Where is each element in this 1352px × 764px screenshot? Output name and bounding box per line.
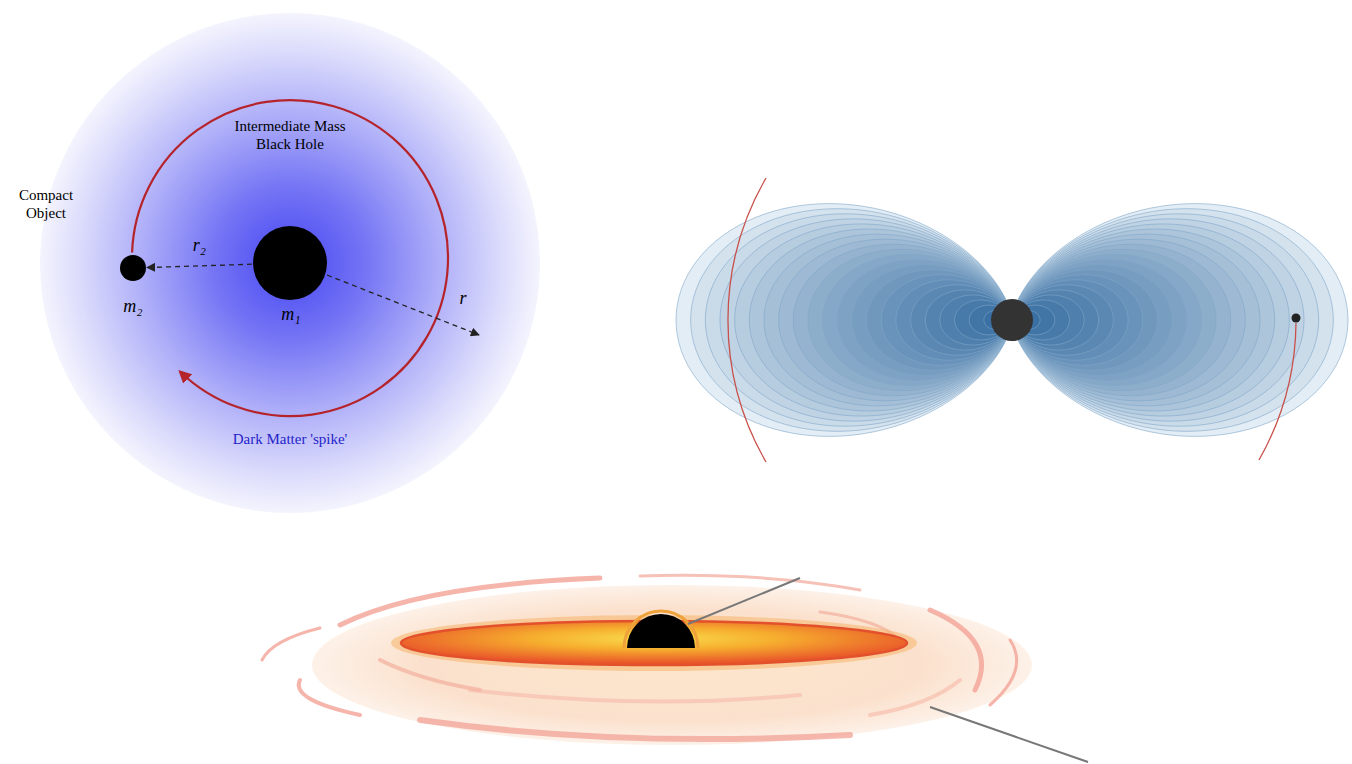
- black-hole-circle: [253, 226, 327, 300]
- disk-streak: [470, 690, 800, 701]
- outer-disk: [312, 585, 1032, 745]
- disk-streak: [640, 575, 860, 590]
- density-contour: [793, 244, 1230, 395]
- jet-line: [688, 578, 800, 624]
- density-contour: [911, 285, 1114, 355]
- compact-object-circle: [120, 255, 146, 281]
- disk-streak: [380, 660, 480, 690]
- orbit-arc: [1259, 323, 1296, 460]
- horizon-rim: [624, 611, 698, 648]
- radius-symbol: r: [451, 288, 475, 308]
- lobe-panel: [676, 178, 1348, 462]
- jet-line: [930, 707, 1088, 762]
- density-lobes: [676, 204, 1348, 437]
- density-contour: [881, 275, 1142, 366]
- density-contour: [764, 234, 1260, 406]
- black-hole-dome: [627, 614, 695, 648]
- disk-streaks: [262, 575, 1017, 739]
- compact-object-circle: [120, 255, 146, 281]
- density-contour: [779, 239, 1246, 401]
- disk-rim: [391, 615, 917, 671]
- density-contour: [925, 290, 1098, 350]
- density-contour: [940, 295, 1084, 345]
- black-hole-circle: [253, 226, 327, 300]
- density-contour: [896, 280, 1128, 360]
- region-label: Dark Matter 'spike': [180, 430, 400, 448]
- density-contour: [705, 214, 1318, 426]
- disk-streak: [262, 628, 320, 660]
- density-contour: [749, 229, 1274, 411]
- mass-symbol: m₁: [271, 304, 311, 324]
- mass-symbol: m₂: [113, 296, 153, 316]
- object-label: Compact Object: [6, 186, 86, 222]
- accretion-disk-panel: [262, 575, 1088, 762]
- disk-streak: [930, 610, 982, 690]
- density-contour: [852, 265, 1172, 376]
- distance-symbol: r₂: [185, 235, 215, 255]
- disk-streak: [420, 720, 850, 739]
- density-contour: [837, 260, 1186, 381]
- density-contour: [808, 249, 1216, 390]
- density-contour: [720, 219, 1304, 421]
- object-label: Intermediate Mass Black Hole: [223, 117, 357, 153]
- spike-region: Dark Matter 'spike' Intermediate Mass Bla…: [40, 13, 540, 513]
- black-hole-node: Intermediate Mass Black Holem₁: [253, 226, 327, 300]
- disk-streak: [299, 680, 360, 715]
- density-contour: [676, 204, 1348, 437]
- orbiting-object: [1292, 314, 1301, 323]
- orbit-arc: [728, 178, 766, 462]
- disk-streak: [990, 640, 1017, 705]
- density-contour: [867, 270, 1158, 371]
- density-contour: [735, 224, 1290, 416]
- disk-streak: [870, 680, 960, 715]
- dark-matter-spike: [40, 13, 540, 513]
- density-contour: [691, 209, 1334, 432]
- density-contour: [823, 254, 1202, 385]
- central-black-hole: [991, 299, 1033, 341]
- compact-object-node: Compact Objectm₂: [120, 255, 146, 281]
